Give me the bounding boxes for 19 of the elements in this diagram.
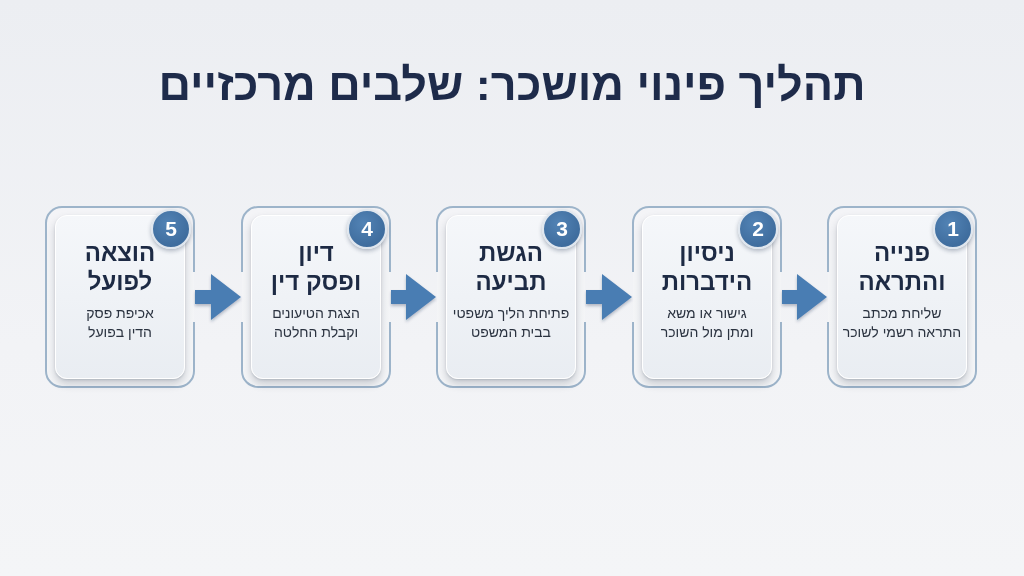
title: תהליך פינוי מושכר: שלבים מרכזיים — [158, 58, 866, 112]
step-description: פתיחת הליך משפטי בבית המשפט — [451, 304, 571, 342]
step-description: גישור או משא ומתן מול השוכר — [659, 304, 755, 342]
step-description: הצגת הטיעונים וקבלת החלטה — [271, 304, 361, 342]
arrow — [782, 274, 827, 320]
step-number-badge: 1 — [933, 209, 973, 249]
step-frame — [241, 206, 391, 388]
arrow — [391, 274, 436, 320]
step-frame — [827, 206, 977, 388]
step-number-badge: 4 — [347, 209, 387, 249]
step-description: שליחת מכתב התראה רשמי לשוכר — [841, 304, 963, 342]
step-frame — [632, 206, 782, 388]
step-number-badge: 2 — [738, 209, 778, 249]
arrow — [586, 274, 632, 320]
arrow — [195, 274, 241, 320]
step-frame — [436, 206, 586, 388]
step-description: אכיפת פסק הדין בפועל — [85, 304, 155, 342]
step-frame — [45, 206, 195, 388]
step-number-badge: 3 — [542, 209, 582, 249]
